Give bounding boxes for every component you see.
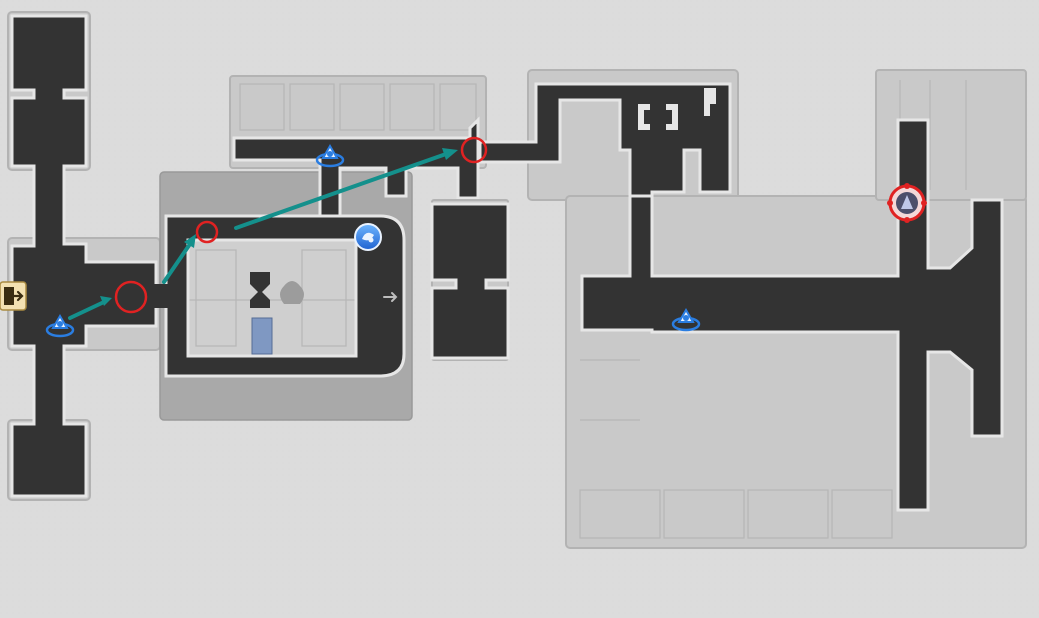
right-rooms-corridor <box>430 202 510 360</box>
bracket-ornament <box>638 104 678 130</box>
fountain-shape <box>280 281 304 304</box>
statue-silhouette <box>250 272 270 308</box>
route-step-1-marker[interactable] <box>114 280 148 314</box>
route-arrow-2 <box>162 242 192 284</box>
statue-pedestal <box>251 317 273 355</box>
elevator-arrow-icon[interactable] <box>383 292 398 302</box>
route-overlay <box>68 136 488 320</box>
route-arrow-3 <box>234 152 448 230</box>
space-anchor-icon[interactable] <box>315 144 345 168</box>
left-spine-corridor <box>10 14 158 498</box>
right-wing-panels <box>579 80 967 539</box>
right-wing-corridor <box>580 118 1004 512</box>
route-arrow-2-head <box>184 234 196 248</box>
north-corridor <box>478 82 732 202</box>
hub-to-loop-connector <box>150 284 172 308</box>
route-arrow-3-head <box>442 148 458 160</box>
central-complex <box>150 75 510 421</box>
route-step-3-marker[interactable] <box>460 136 488 164</box>
route-arrow-1-head <box>100 296 112 306</box>
upper-hall-panels <box>239 83 477 131</box>
puzzle-orb-icon[interactable] <box>354 223 382 251</box>
formidable-foe-icon[interactable] <box>887 183 927 223</box>
space-anchor-icon[interactable] <box>671 308 701 332</box>
route-step-2-marker[interactable] <box>195 220 219 244</box>
right-wing <box>565 69 1027 549</box>
north-connector <box>478 69 739 202</box>
space-anchor-icon[interactable] <box>45 314 75 338</box>
north-wall-notch <box>704 88 716 116</box>
route-arrow-1 <box>68 300 106 320</box>
exit-door-icon[interactable] <box>0 281 27 311</box>
